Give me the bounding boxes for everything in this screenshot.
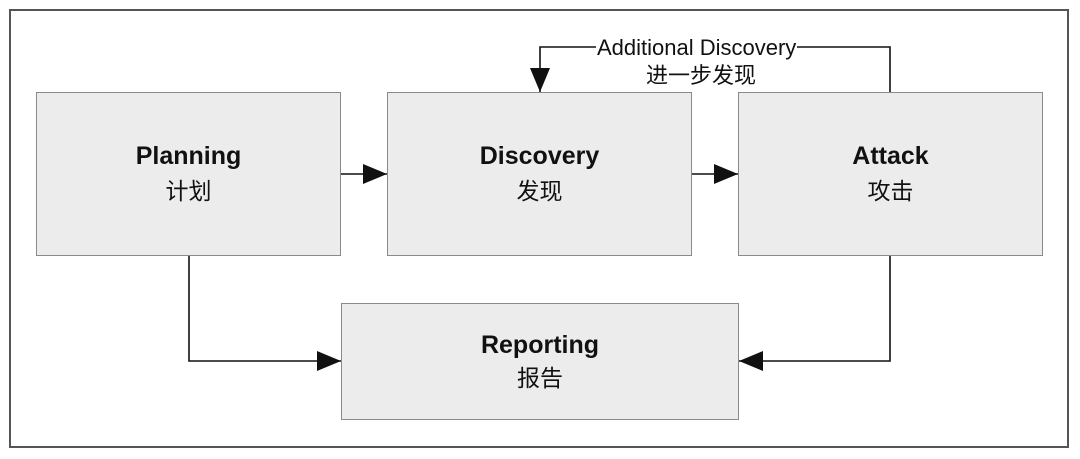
arrow-attack-to-reporting: [739, 256, 891, 371]
discovery-label: Discovery: [479, 142, 600, 170]
attack-box: Attack 攻击: [738, 92, 1043, 256]
planning-label-zh: 计划: [165, 178, 212, 204]
arrow-planning-to-reporting: [188, 256, 341, 371]
reporting-label: Reporting: [480, 330, 600, 359]
reporting-box: Reporting 报告: [341, 303, 739, 420]
loop-label-zh: 进一步发现: [646, 63, 757, 88]
diagram-frame: [9, 9, 1069, 448]
loop-label: Additional Discovery: [596, 35, 798, 61]
reporting-label-zh: 报告: [517, 364, 563, 391]
planning-box: Planning 计划: [36, 92, 341, 256]
attack-label: Attack: [852, 142, 929, 170]
discovery-box: Discovery 发现: [387, 92, 692, 256]
discovery-label-zh: 发现: [516, 178, 563, 204]
planning-label: Planning: [135, 142, 242, 170]
attack-label-zh: 攻击: [867, 178, 914, 204]
